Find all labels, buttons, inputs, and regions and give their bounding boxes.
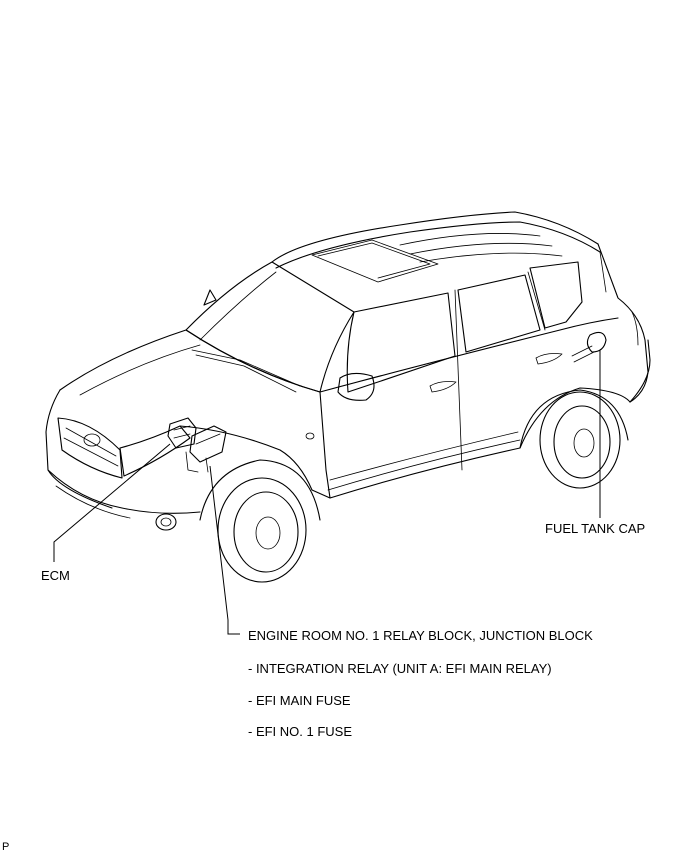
leader-lines: [53, 350, 601, 635]
sub-item-efi-no1-fuse: - EFI NO. 1 FUSE: [248, 724, 353, 739]
suv-illustration: [45, 211, 651, 583]
ecm-component-icon: [167, 417, 197, 449]
relay-block-component-icon: [185, 425, 227, 473]
sub-item-integration-relay: - INTEGRATION RELAY (UNIT A: EFI MAIN RE…: [248, 661, 552, 676]
fuel-tank-cap-label: FUEL TANK CAP: [545, 521, 646, 536]
relay-block-leader-line: [209, 465, 240, 635]
ecm-leader-line: [53, 443, 171, 562]
sub-item-efi-main-fuse: - EFI MAIN FUSE: [248, 693, 351, 708]
relay-block-label: ENGINE ROOM NO. 1 RELAY BLOCK, JUNCTION …: [248, 628, 593, 643]
ecm-label: ECM: [41, 568, 70, 583]
corner-mark: P: [2, 841, 10, 853]
